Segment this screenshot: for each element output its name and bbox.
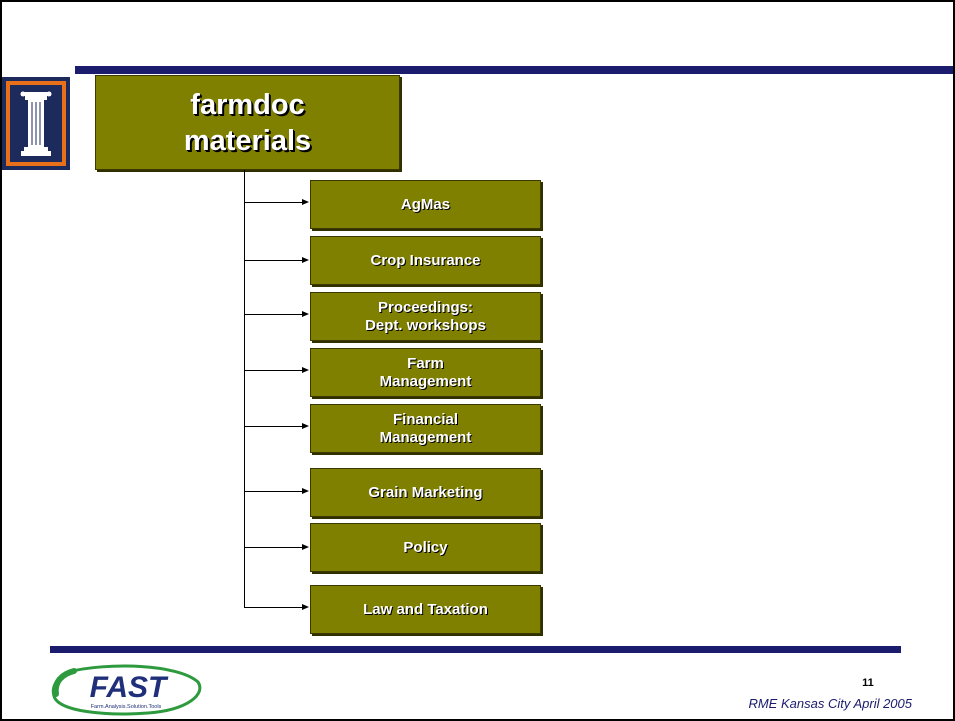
root-node-line-1: farmdoc	[190, 88, 305, 121]
node-crop-insurance: Crop Insurance	[310, 236, 541, 285]
node-label: Crop Insurance	[370, 251, 481, 269]
connector-arrow	[245, 367, 309, 373]
node-label: AgMas	[400, 195, 451, 213]
node-label-line-1: Farm	[407, 354, 444, 372]
node-law-and-taxation: Law and Taxation	[310, 585, 541, 634]
connector-arrow	[245, 199, 309, 205]
illinois-column-icon	[2, 77, 70, 170]
node-farm-management: Farm Management	[310, 348, 541, 397]
footer-event-text: RME Kansas City April 2005	[748, 696, 912, 711]
node-financial-management: Financial Management	[310, 404, 541, 453]
root-node-farmdoc-materials: farmdoc materials	[95, 75, 400, 170]
node-label: Law and Taxation	[363, 600, 488, 618]
node-label-line-2: Management	[379, 428, 472, 446]
node-label: Policy	[403, 538, 448, 556]
page-number: 11	[862, 677, 874, 689]
connector-arrow	[245, 544, 309, 550]
connector-arrow	[245, 604, 309, 610]
node-agmas: AgMas	[310, 180, 541, 229]
connector-arrow	[245, 311, 309, 317]
node-label-line-2: Dept. workshops	[365, 316, 486, 334]
fast-logo: FAST Farm.Analysis.Solution.Tools	[51, 664, 202, 716]
node-grain-marketing: Grain Marketing	[310, 468, 541, 517]
node-policy: Policy	[310, 523, 541, 572]
node-label: Grain Marketing	[368, 483, 483, 501]
bottom-accent-bar	[50, 646, 901, 653]
node-label-line-2: Management	[379, 372, 472, 390]
connector-arrow	[245, 257, 309, 263]
fast-logo-text: FAST	[90, 671, 169, 704]
connector-arrow	[245, 423, 309, 429]
node-proceedings: Proceedings: Dept. workshops	[310, 292, 541, 341]
root-node-line-2: materials	[183, 124, 312, 157]
tree-trunk-line	[244, 170, 245, 608]
node-label-line-1: Financial	[392, 410, 459, 428]
connector-arrow	[245, 488, 309, 494]
node-label-line-1: Proceedings:	[377, 298, 474, 316]
top-accent-bar	[75, 66, 955, 74]
fast-logo-tagline: Farm.Analysis.Solution.Tools	[91, 704, 162, 710]
